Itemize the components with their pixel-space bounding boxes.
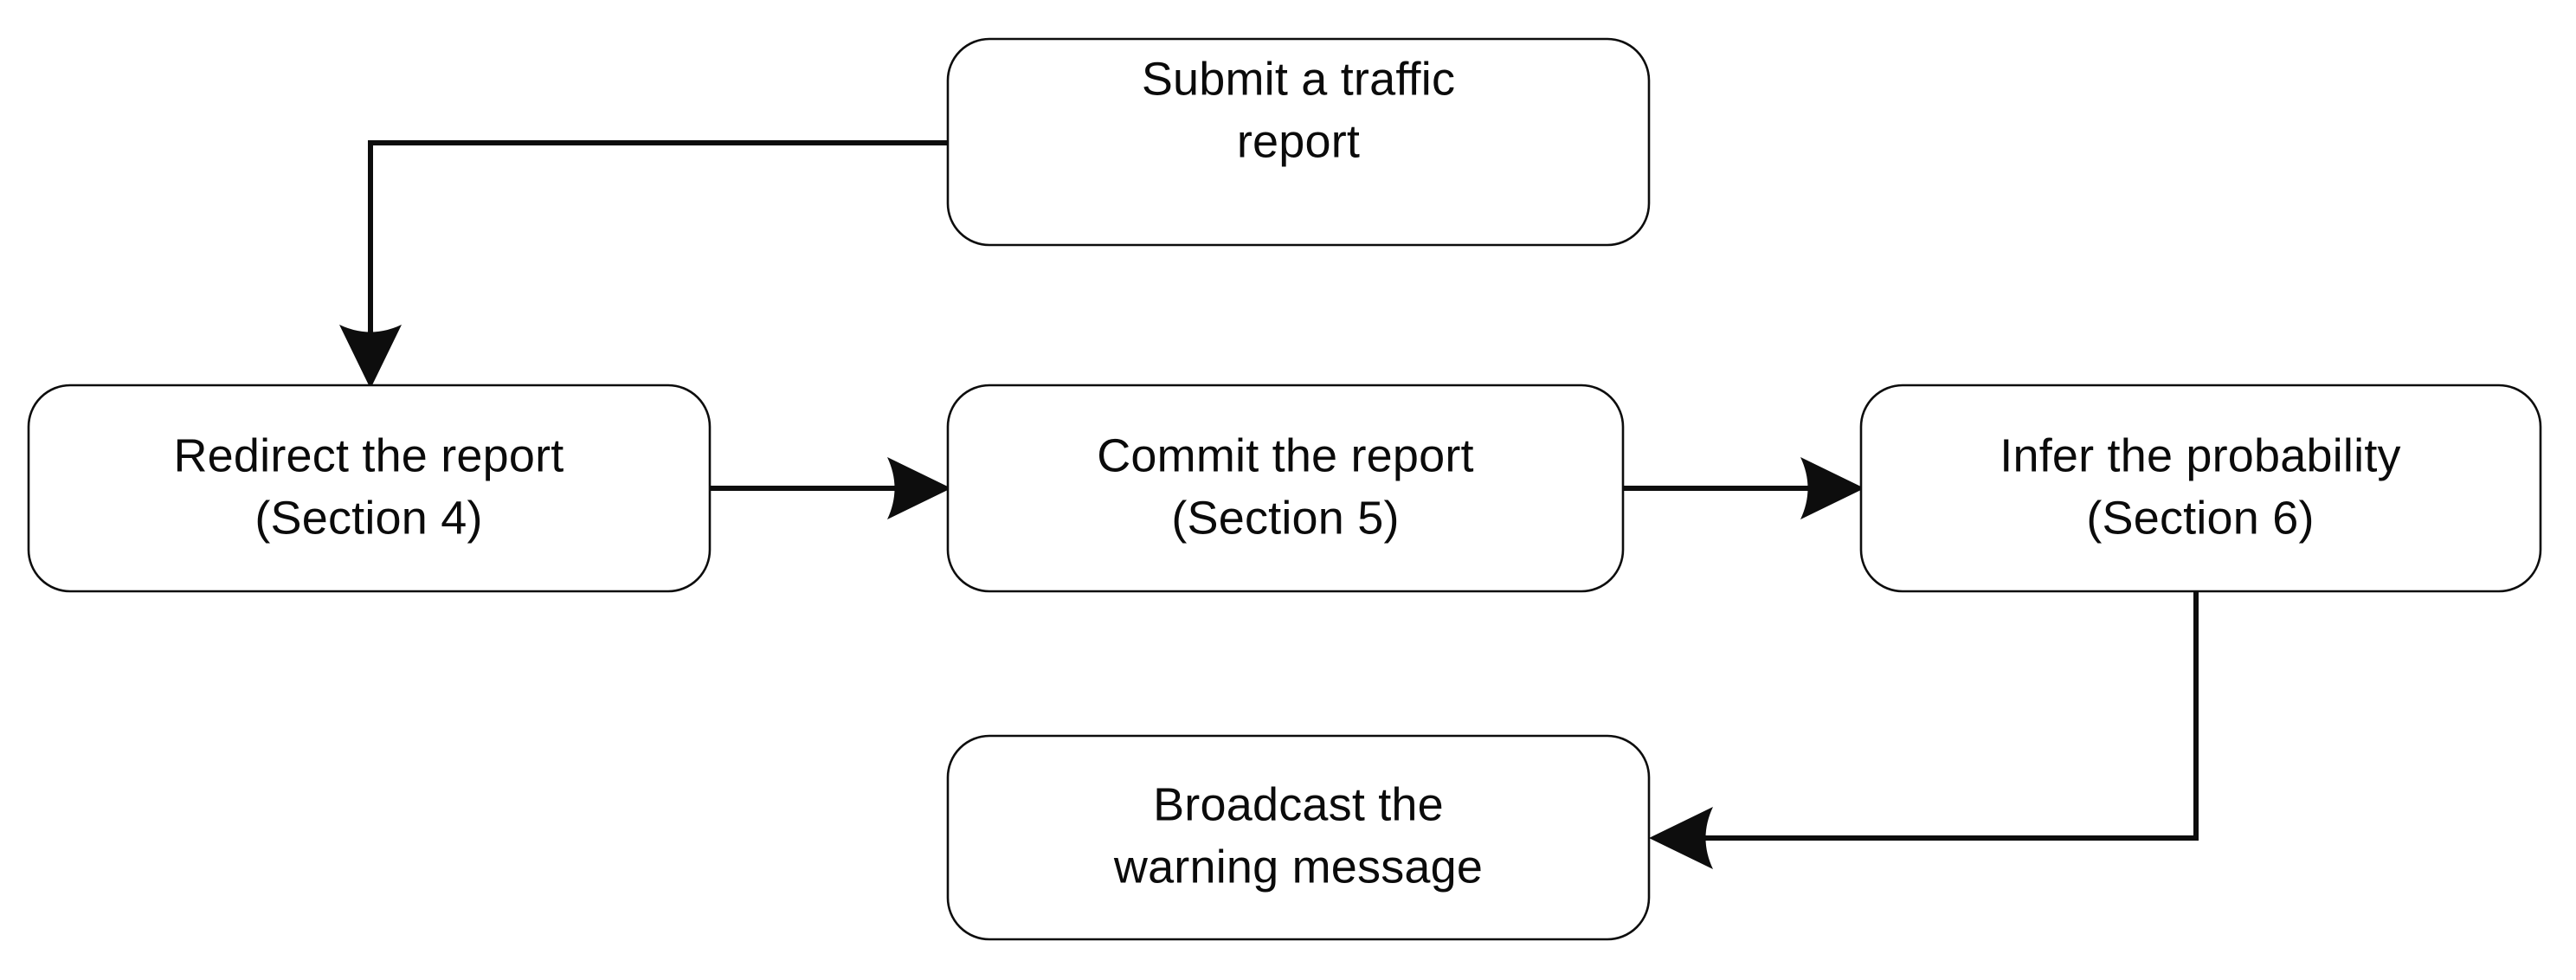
node-commit-shape[interactable] [946, 384, 1625, 593]
node-redirect-label-line2: (Section 4) [254, 492, 482, 544]
node-redirect-shape[interactable] [27, 384, 712, 593]
edge-infer-broadcast-arrowhead [1649, 807, 1713, 869]
edge-submit-redirect-arrowhead [339, 325, 402, 389]
edge-commit-infer [1623, 457, 1864, 519]
node-broadcast[interactable]: Broadcast the warning message [946, 734, 1651, 941]
node-infer[interactable]: Infer the probability (Section 6) [1859, 384, 2542, 593]
edge-redirect-commit-arrowhead [887, 457, 951, 519]
node-redirect-label-line1: Redirect the report [173, 429, 564, 481]
node-infer-label-line1: Infer the probability [2000, 429, 2400, 481]
edge-redirect-commit [710, 457, 951, 519]
node-commit-label-line1: Commit the report [1097, 429, 1474, 481]
edge-infer-broadcast-line [1687, 591, 2199, 841]
node-submit-label-line1: Submit a traffic [1142, 53, 1455, 105]
node-broadcast-label-line2: warning message [1113, 841, 1483, 893]
edge-submit-redirect [339, 140, 948, 389]
edge-submit-redirect-line [368, 140, 948, 351]
node-commit-label-line2: (Section 5) [1171, 492, 1399, 544]
node-redirect[interactable]: Redirect the report (Section 4) [27, 384, 712, 593]
node-commit[interactable]: Commit the report (Section 5) [946, 384, 1625, 593]
node-submit-label-line2: report [1237, 115, 1360, 167]
node-infer-label-line2: (Section 6) [2086, 492, 2314, 544]
node-submit-shape[interactable] [946, 37, 1651, 247]
node-broadcast-shape[interactable] [946, 734, 1651, 941]
node-infer-shape[interactable] [1859, 384, 2542, 593]
edge-commit-infer-arrowhead [1800, 457, 1864, 519]
node-broadcast-label-line1: Broadcast the [1153, 778, 1444, 830]
node-submit[interactable]: Submit a traffic report [946, 37, 1651, 247]
edge-infer-broadcast [1649, 591, 2199, 869]
